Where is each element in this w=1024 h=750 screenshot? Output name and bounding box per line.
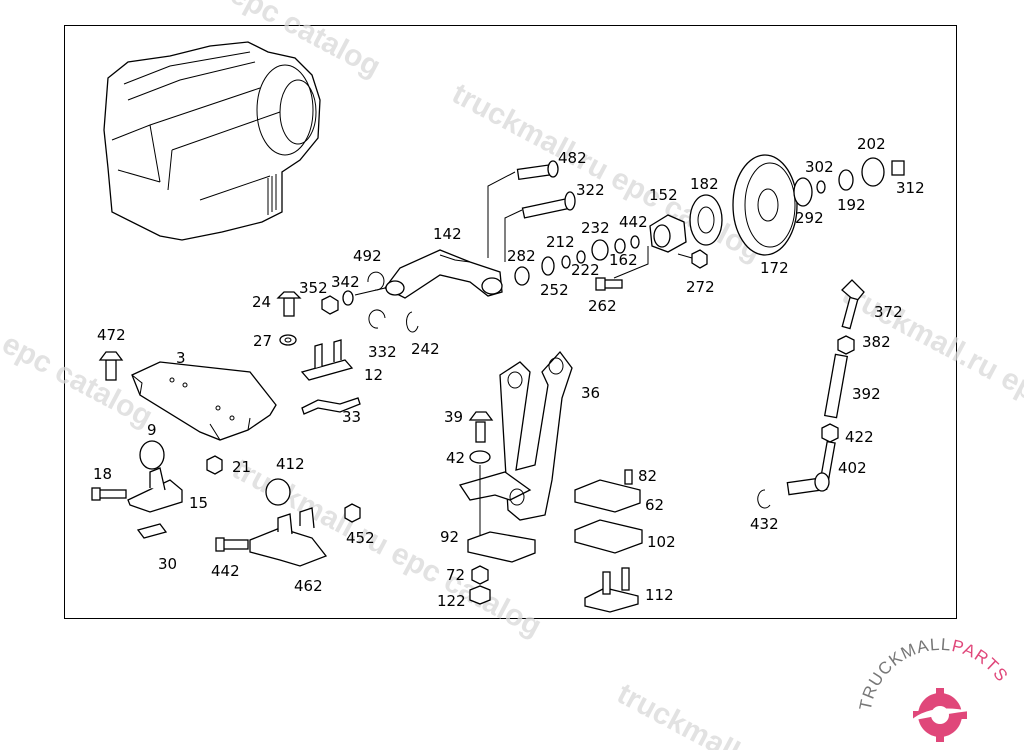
rod-linkage-drawing	[757, 279, 865, 509]
label-332: 332	[368, 343, 397, 361]
center-stand-drawing	[458, 350, 643, 613]
label-212: 212	[546, 233, 575, 251]
label-192: 192	[837, 196, 866, 214]
label-33: 33	[342, 408, 361, 426]
label-36: 36	[581, 384, 600, 402]
label-292: 292	[795, 209, 824, 227]
label-9: 9	[147, 421, 157, 439]
label-462: 462	[294, 577, 323, 595]
label-102: 102	[647, 533, 676, 551]
label-312: 312	[896, 179, 925, 197]
label-172: 172	[760, 259, 789, 277]
watermark-2: truckmall.ru epc catalog	[447, 77, 767, 268]
label-422: 422	[845, 428, 874, 446]
label-152: 152	[649, 186, 678, 204]
label-412: 412	[276, 455, 305, 473]
label-27: 27	[253, 332, 272, 350]
label-162: 162	[609, 251, 638, 269]
label-272: 272	[686, 278, 715, 296]
logo-word-b: PARTS	[950, 636, 1012, 685]
label-24: 24	[252, 293, 271, 311]
part-labels: 482 322 152 182 202 302 312 192 292 172 …	[93, 135, 925, 610]
label-232: 232	[581, 219, 610, 237]
engine-block-drawing	[103, 41, 321, 241]
label-112: 112	[645, 586, 674, 604]
label-12: 12	[364, 366, 383, 384]
label-262: 262	[588, 297, 617, 315]
label-252: 252	[540, 281, 569, 299]
label-322: 322	[576, 181, 605, 199]
label-3: 3	[176, 349, 186, 367]
label-432: 432	[750, 515, 779, 533]
label-392: 392	[852, 385, 881, 403]
label-382: 382	[862, 333, 891, 351]
label-21: 21	[232, 458, 251, 476]
label-372: 372	[874, 303, 903, 321]
left-mounts-drawing	[91, 440, 361, 567]
label-492: 492	[353, 247, 382, 265]
label-182: 182	[690, 175, 719, 193]
label-352: 352	[299, 279, 328, 297]
label-142: 142	[433, 225, 462, 243]
label-402: 402	[838, 459, 867, 477]
label-242: 242	[411, 340, 440, 358]
label-222: 222	[571, 261, 600, 279]
label-482: 482	[558, 149, 587, 167]
gear-icon	[910, 688, 970, 742]
label-39: 39	[444, 408, 463, 426]
watermark-5: truckmall.ru	[612, 677, 779, 750]
label-282: 282	[507, 247, 536, 265]
label-472: 472	[97, 326, 126, 344]
label-442-bottom: 442	[211, 562, 240, 580]
label-72: 72	[446, 566, 465, 584]
label-30: 30	[158, 555, 177, 573]
label-18: 18	[93, 465, 112, 483]
label-122: 122	[437, 592, 466, 610]
label-302: 302	[805, 158, 834, 176]
label-42: 42	[446, 449, 465, 467]
label-202: 202	[857, 135, 886, 153]
label-92: 92	[440, 528, 459, 546]
label-15: 15	[189, 494, 208, 512]
label-342: 342	[331, 273, 360, 291]
label-442-top: 442	[619, 213, 648, 231]
label-82: 82	[638, 467, 657, 485]
label-62: 62	[645, 496, 664, 514]
bracket-assembly-drawing	[98, 291, 361, 441]
linkage-assembly-drawing	[321, 154, 905, 333]
label-452: 452	[346, 529, 375, 547]
truckmall-logo: TRUCKMALLPARTS	[856, 635, 1012, 742]
diagram-frame	[64, 25, 957, 619]
